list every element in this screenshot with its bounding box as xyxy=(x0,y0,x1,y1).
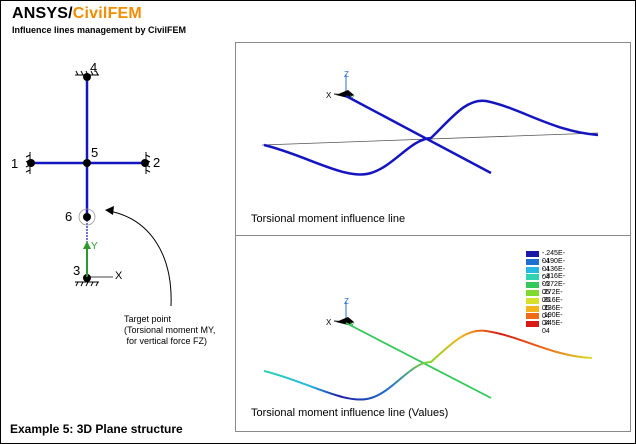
target-arrow xyxy=(108,210,172,307)
node-label-6: 6 xyxy=(65,209,72,224)
target-line-2: (Torsional moment MY, xyxy=(124,325,216,335)
triad-z: Z xyxy=(344,70,349,79)
panel-influence-line: Z X Y Torsional moment influence line xyxy=(235,42,631,237)
legend-swatch xyxy=(526,266,539,273)
legend-swatch xyxy=(526,313,539,320)
node-label-3: 3 xyxy=(73,263,80,278)
brand-ansys: ANSYS/ xyxy=(12,5,73,22)
node-5-dot xyxy=(83,159,91,167)
triad-x: X xyxy=(326,91,332,100)
panel1-caption: Torsional moment influence line xyxy=(251,213,406,225)
node-label-5: 5 xyxy=(91,145,98,160)
legend-swatch xyxy=(526,297,539,304)
panel-influence-values: Z X Y -.245E-04-.190E-04-.136E-04-.816E-… xyxy=(235,235,631,432)
legend-swatch xyxy=(526,274,539,281)
legend-label: .816E-05 xyxy=(542,296,563,312)
target-point-note: Target point (Torsional moment MY, for v… xyxy=(124,314,215,347)
axis-y-head xyxy=(83,241,91,249)
node-label-1: 1 xyxy=(11,156,18,171)
axis-label-y: Y xyxy=(91,241,98,252)
legend-label: .272E-05 xyxy=(542,288,563,304)
legend-swatch xyxy=(526,321,539,328)
triad-axes-2: Z X Y xyxy=(326,297,355,329)
legend-swatch xyxy=(526,251,539,257)
brand-civilfem: CivilFEM xyxy=(72,5,142,22)
legend-swatch xyxy=(526,289,539,296)
legend-label: .136E-04 xyxy=(542,304,563,320)
node-label-2: 2 xyxy=(153,155,160,170)
influence-line-plot: Z X Y xyxy=(261,70,599,176)
legend-label: -.816E-05 xyxy=(542,273,565,289)
brand-logo: ANSYS/CivilFEM xyxy=(12,5,142,23)
influence-values-curve xyxy=(263,329,593,401)
footer-title: Example 5: 3D Plane structure xyxy=(10,422,183,436)
influence-curve xyxy=(263,99,599,176)
node-1-dot xyxy=(27,159,35,167)
node-3-dot xyxy=(83,274,91,282)
legend-label: -.272E-05 xyxy=(542,281,565,297)
legend-swatch xyxy=(526,282,539,289)
node-6-dot xyxy=(83,213,91,221)
node-4-dot xyxy=(83,73,91,81)
legend-label: .245E-04 xyxy=(542,320,563,336)
axis-label-x: X xyxy=(115,270,123,282)
legend-label: .190E-04 xyxy=(542,312,563,328)
legend-label: -.245E-04 xyxy=(542,250,565,265)
legend-label: -.190E-04 xyxy=(542,257,565,273)
triad-x-2: X xyxy=(326,318,332,327)
panel2-caption: Torsional moment influence line (Values) xyxy=(251,407,449,419)
member-line-2 xyxy=(345,322,492,399)
target-arrow-head xyxy=(105,206,114,215)
legend-swatch xyxy=(526,305,539,312)
member-line xyxy=(345,94,492,175)
target-line-3: for vertical force FZ) xyxy=(124,336,208,346)
triad-z-2: Z xyxy=(344,297,349,306)
support-node-3 xyxy=(75,281,99,287)
legend-swatch xyxy=(526,258,539,265)
legend-label: -.136E-04 xyxy=(542,265,565,281)
target-line-1: Target point xyxy=(124,314,172,324)
subtitle: Influence lines management by CivilFEM xyxy=(12,25,187,35)
influence-values-plot: Z X Y xyxy=(263,297,593,401)
node-6-ring xyxy=(78,208,96,226)
node-2-dot xyxy=(141,159,149,167)
node-label-4: 4 xyxy=(90,60,97,75)
